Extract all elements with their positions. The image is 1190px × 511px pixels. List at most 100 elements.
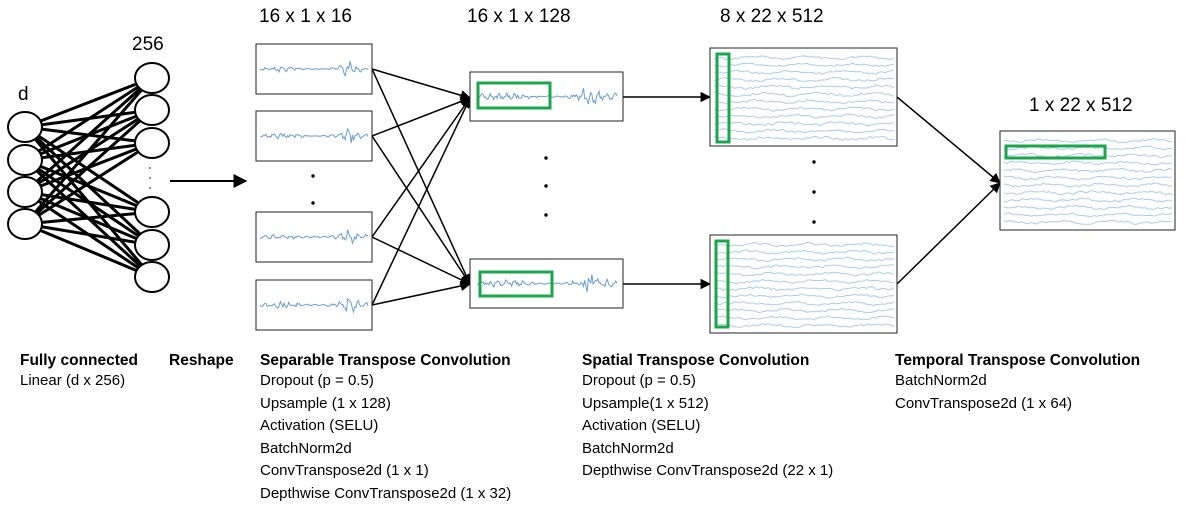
eeg-channel-trace <box>714 300 895 307</box>
ellipsis-dot <box>812 220 816 224</box>
fc-edge <box>24 125 153 214</box>
layer-line: Depthwise ConvTranspose2d (22 x 1) <box>582 462 834 479</box>
layer-line: BatchNorm2d <box>260 439 352 457</box>
eeg-channel-trace <box>713 91 895 97</box>
eeg-channel-trace <box>713 286 895 292</box>
hidden-neuron <box>134 62 170 94</box>
eeg-channel-trace <box>1003 160 1173 166</box>
input-neuron <box>7 176 43 208</box>
flow-arrow <box>371 97 471 306</box>
temporal-section: Temporal Transpose Convolution BatchNorm… <box>895 352 1140 415</box>
fully-connected-layers: Linear (d x 256) <box>20 370 138 393</box>
eeg-channel-trace <box>714 113 895 120</box>
reshape-section: Reshape <box>169 352 234 370</box>
eeg-channel-trace <box>1003 204 1173 211</box>
layer-line: Activation (SELU) <box>582 417 701 434</box>
ellipsis-dot <box>149 187 151 189</box>
kernel-highlight <box>478 270 554 298</box>
eeg-channel-trace <box>1003 197 1173 203</box>
hidden-neuron <box>134 94 170 126</box>
flow-arrow <box>371 236 471 285</box>
fc-edge <box>23 108 154 226</box>
eeg-channel-trace <box>713 264 895 270</box>
fc-edge <box>24 76 153 162</box>
fc-edge <box>24 210 153 226</box>
signal-trace <box>259 61 369 78</box>
flow-arrow <box>896 182 1001 285</box>
kernel-highlight <box>715 52 731 144</box>
ellipsis-dot <box>544 184 548 188</box>
input-neuron <box>7 111 43 143</box>
eeg-channel-trace <box>713 323 895 329</box>
flow-arrow <box>896 96 1001 184</box>
layer-line: Dropout (p = 0.5) <box>260 372 374 389</box>
hidden-neuron <box>134 229 170 261</box>
eeg-panel <box>709 234 898 334</box>
fc-edge <box>24 222 153 247</box>
fully-connected-nodes <box>7 62 170 293</box>
flow-arrow <box>371 68 472 101</box>
connection-arrows <box>170 68 1001 306</box>
eeg-channel-trace <box>1004 137 1172 144</box>
flow-arrow <box>371 68 471 285</box>
eeg-channel-trace <box>713 55 895 61</box>
fc-edge <box>24 76 153 129</box>
ellipsis-dot <box>311 201 315 205</box>
ellipsis-dot <box>544 156 548 160</box>
signal-panels <box>255 43 1176 334</box>
eeg-channel-trace <box>1003 219 1173 225</box>
signal-panel <box>255 279 373 331</box>
eeg-channel-trace <box>713 135 895 141</box>
eeg-channel-trace <box>713 278 895 284</box>
eeg-channel-trace <box>713 99 895 105</box>
eeg-channel-trace <box>713 69 895 76</box>
separable-input-dims: 16 x 1 x 16 <box>259 6 352 27</box>
input-neuron <box>7 144 43 176</box>
layer-line: BatchNorm2d <box>582 439 674 457</box>
separable-layers: Dropout (p = 0.5)Upsample (1 x 128)Activ… <box>260 370 511 505</box>
layer-line: Dropout (p = 0.5) <box>582 372 696 389</box>
input-neuron <box>7 208 43 240</box>
flow-arrow <box>371 96 471 137</box>
signal-trace <box>259 297 369 314</box>
signal-panel <box>255 211 373 263</box>
fully-connected-section: Fully connected Linear (d x 256) <box>20 352 138 393</box>
eeg-channel-trace <box>1003 182 1173 188</box>
eeg-channel-trace <box>1003 167 1173 174</box>
eeg-channel-trace <box>713 256 895 262</box>
eeg-channel-trace <box>713 84 895 90</box>
eeg-channel-trace <box>1003 175 1173 181</box>
eeg-channel-trace <box>1003 152 1173 158</box>
eeg-channel-trace <box>713 121 894 127</box>
layer-line: Upsample (1 x 128) <box>260 394 391 412</box>
eeg-channel-trace <box>1003 212 1173 218</box>
eeg-panel <box>709 47 898 147</box>
eeg-channel-trace <box>713 106 895 112</box>
fc-edge <box>24 141 153 226</box>
spatial-title: Spatial Transpose Convolution <box>582 352 810 369</box>
eeg-channel-trace <box>714 62 895 68</box>
hidden-neuron <box>134 127 170 159</box>
ellipsis-dot <box>149 177 151 179</box>
eeg-channel-trace <box>713 76 895 83</box>
ellipsis-dot <box>311 174 315 178</box>
ellipsis-dot <box>149 167 151 169</box>
separable-output-dims: 16 x 1 x 128 <box>467 6 571 27</box>
eeg-channel-trace <box>713 271 895 277</box>
separable-title: Separable Transpose Convolution <box>260 352 511 369</box>
flow-arrow <box>371 280 472 306</box>
layer-line: Depthwise ConvTranspose2d (1 x 32) <box>260 484 512 502</box>
hidden-size-label: 256 <box>132 34 164 55</box>
eeg-channel-trace <box>713 241 895 248</box>
layer-line: Upsample(1 x 512) <box>582 394 709 412</box>
eeg-channel-trace <box>713 128 894 134</box>
signal-panel <box>255 110 373 162</box>
hidden-neuron <box>134 196 170 228</box>
temporal-output-dims: 1 x 22 x 512 <box>1029 95 1133 116</box>
ellipsis-dot <box>812 190 816 194</box>
reshape-title: Reshape <box>169 352 234 369</box>
layer-line: ConvTranspose2d (1 x 64) <box>895 394 1073 412</box>
ellipsis-dot <box>544 213 548 217</box>
